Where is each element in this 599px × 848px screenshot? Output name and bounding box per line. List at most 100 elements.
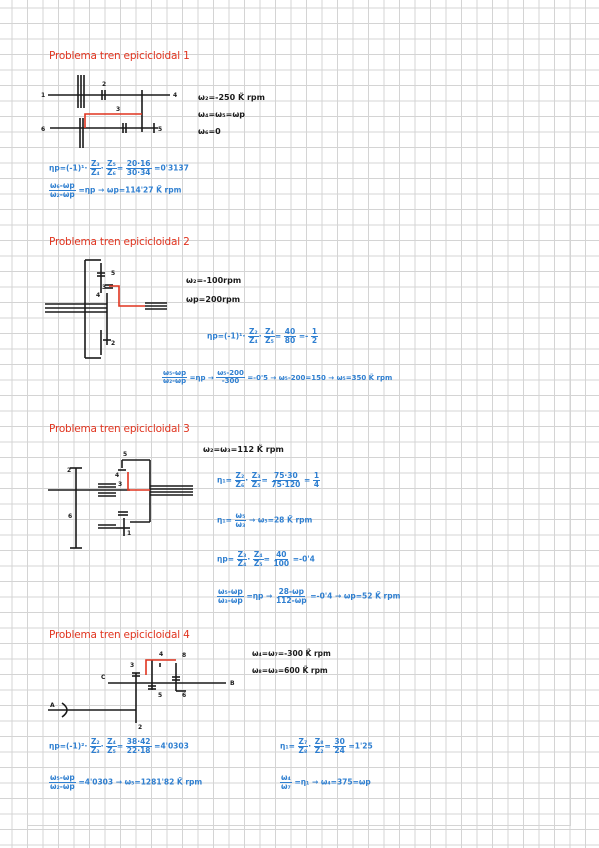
denominator: 30·34 [126, 167, 151, 177]
diagram-label: 6 [182, 692, 186, 699]
denominator: 24 [334, 745, 345, 755]
eq-text: =1'25 [348, 741, 373, 751]
p1-data-line: ω₆=0 [198, 127, 221, 136]
denominator: 75·120 [271, 479, 301, 489]
diagram-label: 4 [96, 292, 100, 299]
eq-text: η₁= [217, 515, 232, 525]
eq-text: =-0'4 → ωp=52 K̃ rpm [310, 591, 401, 601]
diagram-label: 1 [127, 530, 131, 537]
p1-data-line: ω₄=ω₅=ωp [198, 111, 245, 119]
problem-4-gear-diagram: 4 8 3 C 5 6 B A 2 [48, 651, 235, 731]
eq-text: =4'0303 [154, 741, 189, 751]
numerator: Z₂ [247, 327, 259, 337]
problem-1-title: Problema tren epicicloidal 1 [49, 50, 190, 62]
p1-data-line: ω₂=-250 K̃ rpm [198, 93, 265, 102]
problem-2-title: Problema tren epicicloidal 2 [49, 236, 190, 248]
numerator: Z₃ [236, 550, 248, 560]
numerator: ω₅-200 [216, 369, 245, 379]
denominator: 2 [311, 335, 318, 345]
eq-text: =ηp → [189, 373, 214, 382]
eq-text: η₁= [280, 741, 295, 751]
diagram-label: 2 [67, 467, 71, 474]
diagram-label: B [230, 680, 235, 687]
eq-text: ηp=(-1)¹· [49, 163, 88, 173]
diagram-label: 3 [116, 106, 120, 113]
diagram-label: 4 [159, 651, 163, 658]
numerator: ω₅-ωp [162, 369, 188, 379]
numerator: ω₆-ωp [49, 181, 76, 191]
diagram-label: C [101, 674, 106, 681]
numerator: 28-ωp [277, 587, 305, 597]
diagram-label: 3 [102, 284, 106, 291]
diagram-label: 5 [158, 692, 162, 699]
denominator: ω₇ [281, 781, 291, 791]
numerator: Z₈ [313, 737, 325, 747]
denominator: 4 [313, 479, 320, 489]
numerator: Z₂ [234, 471, 246, 481]
numerator: 1 [310, 327, 319, 337]
eq-text: =- [298, 331, 309, 341]
numerator: ω₅ [234, 511, 247, 521]
denominator: ω₃ [235, 519, 246, 529]
denominator: Z₆ [107, 167, 116, 177]
fraction: ω₅-200-300 [216, 369, 245, 386]
denominator: 80 [284, 335, 296, 345]
diagram-label: 5 [111, 270, 115, 277]
eq-text: =ηp → [246, 591, 273, 601]
denominator: -300 [221, 377, 240, 386]
diagram-label: 2 [138, 724, 142, 731]
numerator: 38·42 [125, 737, 152, 747]
eq-text: =4'0303 → ω₅=1281'82 K̃ rpm [78, 777, 203, 787]
diagram-label: 6 [68, 513, 72, 520]
problem-3-gear-diagram: 5 4 3 2 6 1 [48, 451, 193, 549]
p3-data-line: ω₂=ω₃=112 K̃ rpm [203, 445, 284, 454]
diagram-label: 4 [115, 472, 119, 479]
numerator: Z₄ [252, 550, 264, 560]
eq-text: =-0'5 → ω₅-200=150 → ω₅=350 K̃ rpm [247, 373, 393, 382]
p2-data-line: ω₂=-100rpm [186, 276, 242, 285]
denominator: Z₅ [253, 558, 263, 568]
denominator: Z₅ [265, 335, 274, 345]
numerator: 30 [333, 737, 346, 747]
denominator: 22·18 [126, 745, 151, 755]
numerator: 20·16 [125, 159, 152, 169]
p2-data-line: ωp=200rpm [186, 295, 241, 304]
eq-text: ηp=(-1)²· [49, 741, 88, 751]
numerator: 40 [283, 327, 297, 337]
problem-3-title: Problema tren epicicloidal 3 [49, 423, 190, 435]
denominator: ω₃-ωp [218, 595, 243, 605]
eq-text: =-0'4 [292, 554, 315, 564]
eq-text: =ηp → ωp=114'27 K̃ rpm [78, 185, 182, 195]
numerator: Z₄ [264, 327, 275, 337]
diagram-label: 2 [102, 81, 106, 88]
diagram-label: A [50, 702, 55, 709]
numerator: ω₄ [280, 773, 292, 783]
